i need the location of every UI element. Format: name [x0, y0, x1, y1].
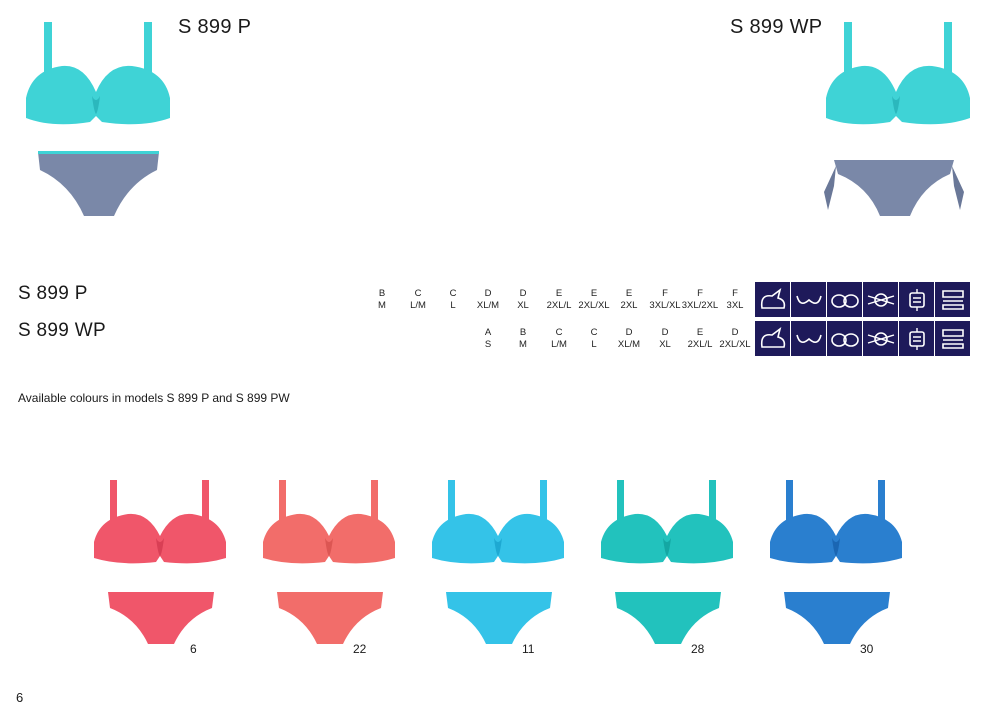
removable-strap-icon — [863, 282, 898, 317]
garment-size: 2XL/L — [546, 300, 572, 311]
garment-size: 2XL — [620, 300, 638, 311]
swatch-colour-code: 11 — [522, 642, 535, 656]
cup-size: F — [662, 288, 668, 299]
garment-size: L — [450, 300, 456, 311]
adjustable-strap-icon — [935, 321, 970, 356]
garment-size: XL/M — [617, 339, 641, 350]
cup-size: B — [378, 288, 386, 299]
garment-size: L/M — [410, 300, 426, 311]
cup-size: E — [625, 288, 633, 299]
swatch-brief — [782, 588, 892, 648]
garment-size: L/M — [551, 339, 567, 350]
feature-icons-row-2 — [755, 321, 970, 356]
garment-size: L — [591, 339, 597, 350]
garment-size: 3XL — [726, 300, 744, 311]
hook-closure-icon — [899, 282, 934, 317]
cup-size: F — [732, 288, 738, 299]
cup-size: D — [625, 327, 633, 338]
removable-strap-icon — [863, 321, 898, 356]
garment-size: 2XL/XL — [719, 339, 751, 350]
push-up-icon — [827, 282, 862, 317]
brief-image — [108, 592, 214, 644]
brief-image — [784, 592, 890, 644]
size-row-label-wp: S 899 WP — [18, 320, 106, 341]
product-left-bra — [22, 18, 172, 133]
cup-size: D — [731, 327, 739, 338]
cup-size: E — [555, 288, 563, 299]
product-left-brief — [36, 148, 161, 220]
page-number: 6 — [16, 690, 24, 705]
swatch-brief — [275, 588, 385, 648]
swatch-brief — [613, 588, 723, 648]
bra-image — [263, 480, 395, 564]
soft-cup-icon — [791, 321, 826, 356]
garment-size: S — [484, 339, 492, 350]
product-right-title: S 899 WP — [730, 16, 823, 38]
swatch-brief — [106, 588, 216, 648]
garment-size: M — [378, 300, 386, 311]
size-row-label-p: S 899 P — [18, 283, 88, 304]
bra-image — [601, 480, 733, 564]
swatch-colour-code: 22 — [353, 642, 367, 656]
swatch-bra — [261, 478, 397, 568]
cup-size: D — [519, 288, 527, 299]
bra-image — [26, 22, 170, 125]
colours-caption: Available colours in models S 899 P and … — [18, 391, 290, 405]
cup-size: A — [484, 327, 492, 338]
hook-closure-icon — [899, 321, 934, 356]
swatch-bra — [768, 478, 904, 568]
cup-size: D — [661, 327, 669, 338]
garment-size: XL/M — [476, 300, 500, 311]
swatch-colour-code: 28 — [691, 642, 705, 656]
product-right-brief — [818, 152, 970, 222]
adjustable-strap-icon — [935, 282, 970, 317]
feature-icons-row-1 — [755, 282, 970, 317]
bra-image — [94, 480, 226, 564]
tie-brief-image — [824, 160, 964, 216]
garment-size: 2XL/L — [687, 339, 713, 350]
bra-image — [770, 480, 902, 564]
cup-size: F — [697, 288, 703, 299]
cup-size: C — [449, 288, 457, 299]
garment-size: XL — [659, 339, 671, 350]
brief-image — [615, 592, 721, 644]
garment-size: 2XL/XL — [578, 300, 610, 311]
cup-size: E — [696, 327, 704, 338]
cup-size: E — [590, 288, 598, 299]
push-up-icon — [827, 321, 862, 356]
cup-size: C — [555, 327, 563, 338]
soft-cup-icon — [791, 282, 826, 317]
cup-size: C — [414, 288, 422, 299]
brief-image — [446, 592, 552, 644]
garment-size: 3XL/2XL — [681, 300, 719, 311]
molded-cup-icon — [755, 282, 790, 317]
cup-size: C — [590, 327, 598, 338]
brief-image — [277, 592, 383, 644]
product-right-bra — [822, 18, 972, 133]
cup-size: B — [519, 327, 527, 338]
cup-size: D — [484, 288, 492, 299]
product-left-title: S 899 P — [178, 16, 252, 38]
garment-size: M — [519, 339, 527, 350]
brief-image — [38, 151, 159, 216]
swatch-bra — [92, 478, 228, 568]
bra-image — [826, 22, 970, 125]
swatch-colour-code: 30 — [860, 642, 874, 656]
bra-image — [432, 480, 564, 564]
swatch-bra — [430, 478, 566, 568]
swatch-colour-code: 6 — [190, 642, 197, 656]
swatch-bra — [599, 478, 735, 568]
garment-size: 3XL/XL — [649, 300, 681, 311]
swatch-brief — [444, 588, 554, 648]
molded-cup-icon — [755, 321, 790, 356]
garment-size: XL — [517, 300, 529, 311]
